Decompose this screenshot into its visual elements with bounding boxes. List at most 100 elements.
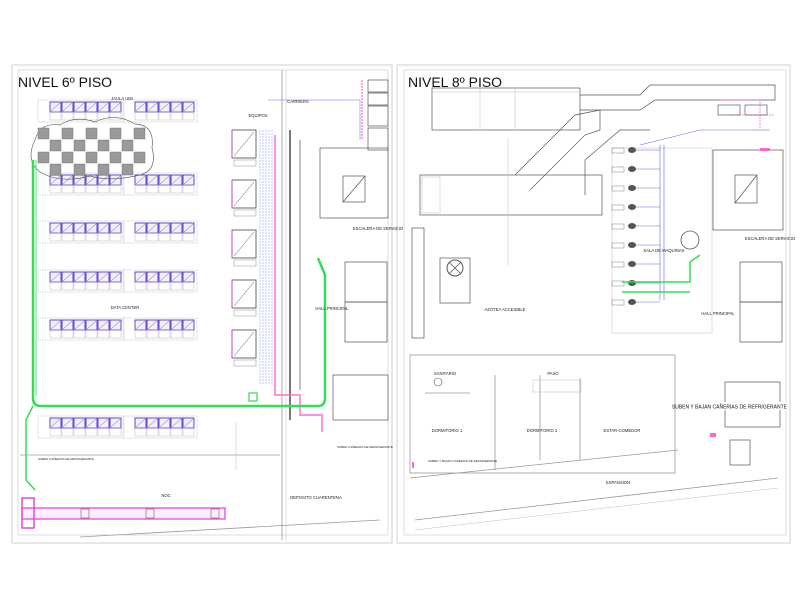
rack-base	[61, 427, 74, 437]
rack-base	[61, 111, 74, 121]
pipe-run	[268, 99, 361, 140]
rack-base	[109, 329, 122, 339]
rack-diagonal	[147, 418, 158, 428]
rack-diagonal	[86, 102, 97, 112]
revision-cloud	[30, 117, 154, 180]
floor-tile	[37, 151, 50, 164]
rack-diagonal	[147, 223, 158, 233]
rack-diagonal	[98, 272, 109, 282]
note-backing	[686, 402, 788, 410]
condensing-unit	[628, 223, 636, 229]
note-refrigerant-8a: SUBEN Y BAJAN CAÑERIAS DE REFRIGERANTE	[428, 458, 497, 463]
unit-tag	[611, 204, 625, 211]
rack-row-outline	[37, 269, 125, 293]
rack-row-outline	[122, 99, 198, 123]
diffuser	[210, 508, 220, 519]
rack-base	[134, 281, 147, 291]
rack-diagonal	[74, 102, 85, 112]
rack-diagonal	[110, 175, 121, 185]
rack-base	[97, 111, 110, 121]
rack-base	[73, 427, 86, 437]
rack-diagonal	[62, 102, 73, 112]
rack-base	[134, 329, 147, 339]
rack-base	[85, 281, 98, 291]
rack-base	[170, 111, 183, 121]
rack-diagonal	[98, 418, 109, 428]
rack-diagonal	[110, 272, 121, 282]
rack-base	[146, 329, 159, 339]
crac-diagonal	[233, 231, 255, 257]
crac-diagonal	[233, 331, 255, 357]
rack-base	[109, 111, 122, 121]
rack-diagonal	[50, 102, 61, 112]
rack-base	[85, 184, 98, 194]
rack-diagonal	[183, 418, 194, 428]
rack-diagonal	[159, 320, 170, 330]
rack-base	[134, 232, 147, 242]
crac-tag	[233, 309, 257, 317]
room-label-sanitario: SANITARIO	[434, 371, 457, 376]
rack-base	[61, 329, 74, 339]
rack-base	[97, 329, 110, 339]
rack-base	[85, 329, 98, 339]
rack-diagonal	[135, 272, 146, 282]
rack-diagonal	[135, 102, 146, 112]
condensing-unit	[628, 242, 636, 248]
floor-tile	[61, 127, 74, 140]
floor-tile	[109, 151, 122, 164]
rack-diagonal	[50, 175, 61, 185]
floor-tile	[133, 127, 146, 140]
rack-diagonal	[50, 272, 61, 282]
rack-diagonal	[62, 418, 73, 428]
rack-diagonal	[171, 223, 182, 233]
refrigerant-marker	[710, 433, 716, 437]
note-refrigerant-6b: SUBEN CAÑERIAS DE REFRIGERANTE	[337, 444, 393, 449]
rack-base	[85, 427, 98, 437]
rack-diagonal	[50, 320, 61, 330]
rack-base	[73, 281, 86, 291]
room-label-escalera-6: ESCALERA DE SERVICIO	[353, 226, 404, 231]
rack-diagonal	[147, 175, 158, 185]
rack-diagonal	[110, 418, 121, 428]
rack-diagonal	[183, 223, 194, 233]
rack-base	[49, 111, 62, 121]
note-refrigerant-6a: SUBEN CAÑERIAS DE REFRIGERANTE	[38, 456, 94, 461]
unit-tag	[611, 223, 625, 230]
supply-grille	[248, 392, 258, 402]
rack-diagonal	[50, 223, 61, 233]
rack-base	[109, 232, 122, 242]
rack-diagonal	[74, 175, 85, 185]
rack-base	[182, 329, 195, 339]
rack-base	[49, 184, 62, 194]
rack-row-outline	[37, 220, 125, 244]
crac-diagonal	[233, 131, 255, 157]
rack-base	[97, 184, 110, 194]
rack-base	[134, 184, 147, 194]
rack-base	[61, 232, 74, 242]
rack-base	[49, 281, 62, 291]
rack-base	[158, 281, 171, 291]
rack-base	[146, 184, 159, 194]
floor-tile	[97, 139, 110, 152]
rack-base	[146, 232, 159, 242]
rack-diagonal	[110, 320, 121, 330]
condensing-unit	[628, 204, 636, 210]
rack-base	[73, 232, 86, 242]
refrigerant-marker	[760, 148, 770, 151]
rack-base	[109, 281, 122, 291]
crac-diagonal	[233, 181, 255, 207]
rack-diagonal	[135, 320, 146, 330]
rack-diagonal	[135, 223, 146, 233]
rack-diagonal	[183, 102, 194, 112]
rack-base	[85, 111, 98, 121]
crac-tag	[233, 359, 257, 367]
room-label-azotea: AZOTEA ACCESIBLE	[485, 307, 526, 312]
sheet-title-8th-floor: NIVEL 8º PISO	[408, 74, 502, 90]
rack-base	[49, 427, 62, 437]
floor-tile	[73, 139, 86, 152]
supply-duct-8	[622, 254, 701, 293]
rack-row-outline	[37, 415, 125, 439]
rack-base	[61, 184, 74, 194]
rack-diagonal	[86, 272, 97, 282]
diffuser	[145, 508, 155, 519]
